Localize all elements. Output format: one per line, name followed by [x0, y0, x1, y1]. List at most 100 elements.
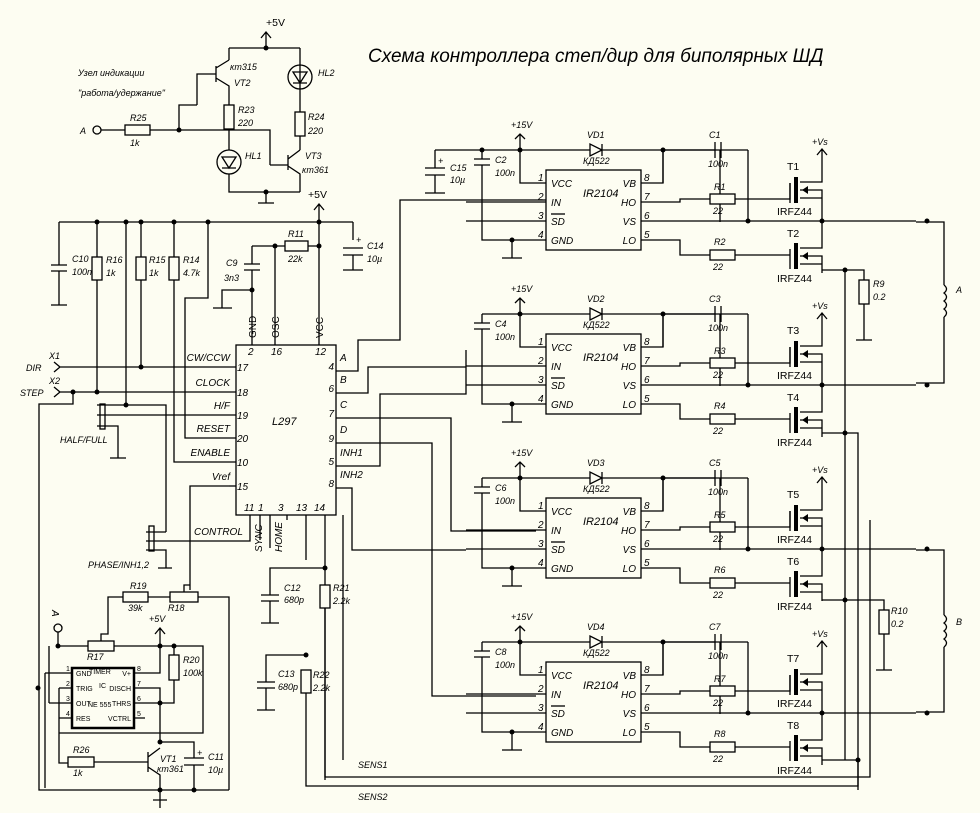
mosfet-high-name: T7	[787, 653, 799, 665]
capacitor-icon	[474, 478, 546, 569]
driver-pin-num: 5	[644, 722, 650, 733]
timer-block: TIMER IC NE 555 1GND2TRIG3OUT4RES8V+7DIS…	[35, 581, 230, 808]
diode-icon	[589, 306, 604, 322]
timer-pin-label: THRS	[112, 701, 131, 708]
cin-value: 100n	[495, 332, 515, 342]
r20-value: 100k	[183, 668, 203, 678]
half-full-jumper[interactable]	[99, 403, 106, 430]
driver-pin-num: 6	[644, 539, 650, 550]
ground-icon	[502, 404, 522, 423]
driver-pin-label: HO	[621, 198, 636, 209]
driver-pin-num: 1	[538, 501, 544, 512]
rh-value: 22	[712, 370, 723, 380]
step-connector-icon[interactable]	[53, 386, 236, 398]
driver-pin-label: SD	[551, 381, 565, 392]
l297-pin-num: 5	[328, 457, 334, 468]
ir2104-driver-1: +15VVD1КД522C1100nIR21041VCC2IN3SD4GND8V…	[466, 120, 930, 285]
driver-supply-label: +15V	[511, 612, 533, 622]
driver-pin-label: VS	[623, 381, 637, 392]
driver-pin-label: LO	[623, 728, 637, 739]
driver-pin-num: 6	[644, 703, 650, 714]
capacitor-icon	[474, 150, 546, 241]
l297-pin-label: RESET	[197, 424, 231, 435]
cin-value: 100n	[495, 496, 515, 506]
motor-output: A B R9 0.2 R10 0.2	[822, 221, 962, 790]
timer-pin-num: 8	[137, 666, 141, 673]
c10-name: C10	[72, 254, 89, 264]
mosfet-high-name: T3	[787, 325, 799, 337]
mosfet-low-part: IRFZ44	[777, 765, 812, 777]
r26-name: R26	[73, 745, 90, 755]
vt2-part: кт315	[230, 62, 258, 72]
r23-value: 220	[237, 118, 253, 128]
ir2104-ic	[545, 333, 642, 415]
c11-name: C11	[208, 752, 224, 762]
c11-value: 10µ	[208, 765, 223, 775]
timer-pin-num: 3	[66, 696, 70, 703]
l297-pin-num: 6	[328, 384, 334, 395]
timer-pin-label: OUT	[76, 701, 92, 708]
phase-inh-label: PHASE/INH1,2	[88, 560, 149, 570]
gate-resistor-high	[709, 193, 736, 205]
ir2104-driver-2: +15VVD2КД522C3100nIR21041VCC2IN3SD4GND8V…	[466, 284, 930, 449]
timer-a-terminal-icon[interactable]	[53, 623, 63, 633]
mosfet-high-name: T1	[787, 161, 799, 173]
rh-name: R7	[714, 674, 726, 684]
ir2104-name: IR2104	[583, 352, 618, 364]
driver-pin-num: 3	[538, 703, 544, 714]
supply-arrow-icon	[514, 625, 526, 642]
r21-name: R21	[333, 583, 350, 593]
l297-pin-num: 16	[271, 347, 283, 358]
capacitor-icon	[474, 642, 546, 733]
vs-label: +Vs	[812, 137, 828, 147]
c12-name: C12	[284, 583, 301, 593]
driver-supply-label: +15V	[511, 448, 533, 458]
c10-value: 100n	[72, 267, 92, 277]
phase-inh-jumper[interactable]	[148, 525, 155, 552]
driver-pin-label: IN	[551, 362, 562, 373]
rl-value: 22	[712, 426, 723, 436]
l297-pin-label: D	[340, 425, 347, 436]
sens2-label: SENS2	[358, 792, 388, 802]
dir-label[interactable]: DIR	[26, 363, 42, 373]
vt1-part: кт361	[157, 764, 184, 774]
capacitor-c14	[343, 247, 363, 271]
r15-name: R15	[149, 255, 167, 265]
driver-pin-label: IN	[551, 690, 562, 701]
driver-pin-num: 4	[538, 394, 544, 405]
diode-part: КД522	[583, 648, 610, 658]
c14-value: 10µ	[367, 254, 382, 264]
coil-b-label: B	[956, 617, 962, 627]
ground-icon	[502, 732, 522, 751]
gate-resistor-high	[709, 685, 736, 697]
coil-a-icon	[942, 284, 948, 318]
l297-pin-num: 3	[278, 503, 284, 514]
ir2104-name: IR2104	[583, 680, 618, 692]
l297-pin-num: 8	[328, 479, 334, 490]
indicator-block: Узел индикации "работа/удержание" +5V кт…	[77, 17, 335, 204]
rh-value: 22	[712, 206, 723, 216]
l297-pin-label: VCC	[315, 317, 326, 338]
rh-name: R5	[714, 510, 726, 520]
r24-name: R24	[308, 112, 325, 122]
c9-value: 3n3	[224, 273, 239, 283]
diode-name: VD1	[587, 130, 605, 140]
dir-connector-icon[interactable]	[53, 361, 236, 373]
step-label[interactable]: STEP	[20, 388, 44, 398]
r11-value: 22k	[287, 254, 303, 264]
rl-value: 22	[712, 262, 723, 272]
capacitor-icon	[714, 634, 722, 650]
sense-filter: C12 680p R21 2.2k C13 680p R22 2.2k SENS…	[257, 520, 871, 802]
capacitor-c9	[213, 246, 260, 345]
l297-pin-label: CLOCK	[196, 378, 232, 389]
driver-pin-label: SD	[551, 709, 565, 720]
rh-value: 22	[712, 534, 723, 544]
resistor-r22	[300, 669, 312, 694]
driver-pin-label: VCC	[551, 507, 573, 518]
resistor-r10	[878, 609, 890, 635]
timer-title: TIMER	[89, 669, 111, 676]
rh-value: 22	[712, 698, 723, 708]
l297-pin-label: INH2	[340, 470, 363, 481]
driver-pin-label: HO	[621, 362, 636, 373]
